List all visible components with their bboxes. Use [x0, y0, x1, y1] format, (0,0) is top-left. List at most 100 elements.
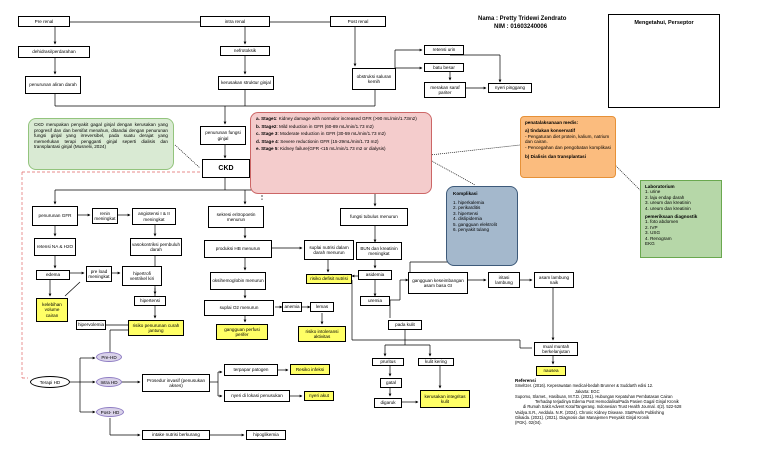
stage-3: c. Stage 3: Moderate reduction in GFR (3…: [256, 131, 426, 136]
approval-box: Mengetahui, Perseptor: [608, 14, 720, 108]
stage-4: d. Stage 4: Severe reductionin GFR (15-2…: [256, 139, 426, 144]
node-penurunan-fungsi: penurunan fungsi ginjal: [200, 126, 246, 145]
diag-item: 1. foto abdomen: [645, 219, 679, 225]
approval-label: Mengetahui, Perseptor: [634, 20, 694, 26]
stage-2-text: : Mild reduction in GFR (60-89 mL/min/1.…: [276, 123, 374, 129]
referensi-line: Smeltzer. (2016). Keperawatan medical-be…: [515, 383, 654, 389]
node-vasokontriksi: vasokontriksi pembuluh darah: [130, 238, 182, 256]
penatalaksanaan-box: penatalaksanaan medis: a) tindakan konse…: [520, 116, 616, 178]
referensi-line: di Rumah Sakit Advent Kota/Tangerang. In…: [523, 404, 682, 410]
node-renin: renin meningkat: [92, 208, 118, 224]
node-pruritus: pruritus: [372, 358, 404, 366]
node-prosedur: Prosedur invasif (penusukan akses): [142, 374, 210, 392]
stage-5: e. Stage 5: Kidney failure(GFR <15 mL/mi…: [256, 146, 426, 151]
ckd-definition-box: CKD merupakan penyakit gagal ginjal deng…: [28, 118, 174, 170]
komplikasi-item: 6. penyakit tulang: [453, 227, 490, 232]
node-preload: pre load meningkat: [86, 266, 112, 282]
node-nausea: nausea: [536, 366, 566, 376]
node-retensi-urin: retensi urin: [424, 45, 464, 55]
node-kerusakan-struktur: kerusakan struktur ginjal: [218, 76, 274, 90]
node-batu-besar: batu besar: [424, 63, 464, 72]
node-post-hd: Post- HD: [96, 407, 124, 417]
stage-3-text: : Moderate reduction in GFR (30-59 mL/mi…: [277, 131, 386, 137]
node-gatal: gatal: [380, 378, 402, 388]
stage-1-text: : Kidney damage with normalor increased …: [276, 116, 417, 121]
node-terpapar: terpapar patogen: [224, 364, 278, 376]
node-asidemia: asidemia: [358, 270, 392, 280]
komplikasi-title: Komplikasi: [453, 191, 478, 196]
diag-item: 3. USG: [645, 230, 661, 236]
node-penurunan-gfr: penurunan GFR: [32, 206, 78, 226]
node-hipoglikemia: hipoglikemia: [246, 430, 286, 440]
komplikasi-item: 2. perikarditis: [453, 205, 481, 210]
stage-1: a. Stage1: Kidney damage with normalor i…: [256, 116, 426, 121]
referensi-title: Referensi: [515, 378, 536, 383]
komplikasi-item: 4. dislipidemia: [453, 216, 483, 221]
referensi-line: Vaidya.S.R., Aeddula. N.R. (2024). Chron…: [515, 409, 664, 415]
node-suplai-o2: suplai O2 menurun: [204, 300, 274, 316]
node-kelebihan-volume: kelebihan volume cairan: [36, 298, 68, 322]
lab-item: 1. urine: [645, 189, 661, 195]
author-nim: NIM : 01603240006: [494, 24, 548, 30]
node-terapi-hd: Terapi HD: [30, 376, 70, 388]
node-kerusakan-integritas: kerusakan integritas kulit: [420, 390, 470, 408]
komplikasi-item: 1. hiperkalemia: [453, 199, 485, 205]
komplikasi-box: Komplikasi 1. hiperkalemia 2. perikardit…: [446, 186, 518, 266]
node-post-renal: Post renal: [330, 16, 386, 27]
node-angiotensi: angiotensi I & II meningkat: [132, 208, 176, 225]
node-bun: BUN dan kreatinin meningkat: [356, 242, 402, 260]
referensi-line: Terhadap terjadinya Edema Post Hemodiali…: [535, 399, 679, 405]
referensi-line: (PGK). 02(04).: [515, 420, 542, 426]
node-pre-hd: Pre-HD: [96, 352, 122, 362]
node-asam-lambung: asam lambung naik: [534, 272, 574, 288]
stage-4-label: d. Stage 4: [256, 138, 278, 144]
node-fungsi-tubulus: fungsi tubulus menurun: [340, 208, 408, 226]
author-name: Nama : Pretty Tridewi Zendrato: [478, 16, 567, 22]
node-pre-renal: Pre renal: [18, 16, 70, 27]
node-suplai-nutrisi: suplai nutrisi dalam darah menurun: [304, 240, 354, 260]
node-intra-renal: intra renal: [200, 16, 270, 27]
penatalaksanaan-sub-a: a) tindakan konservatif: [525, 128, 576, 134]
referensi-block: Referensi Smeltzer. (2016). Keperawatan …: [515, 378, 730, 452]
stage-2: b. Stage2: Mild reduction in GFR (60-89 …: [256, 124, 426, 129]
node-iritasi-lambung: iritasi lambung: [488, 272, 520, 288]
node-pada-kulit: pada kulit: [388, 320, 422, 330]
node-hipertrofi: hipertrofi ventrikel kiri: [122, 266, 162, 286]
diag-title: pemeriksaan diagnostik: [645, 214, 698, 220]
lab-title: Laboratorium: [645, 184, 675, 189]
node-penurunan-aliran: penurunan aliran darah: [25, 76, 81, 94]
node-uremia: uremia: [360, 296, 390, 306]
node-nyeri-tusuk: nyeri di lokasi penusukan: [224, 390, 290, 402]
node-risiko-penurunan-curah: risiko penurunan curah jantung: [128, 320, 184, 336]
lab-item: 2. laju endap darah: [645, 194, 685, 200]
stages-box: a. Stage1: Kidney damage with normalor i…: [250, 112, 432, 194]
lab-item: 3. ureum dan kreatinin: [645, 200, 691, 206]
node-hipertensi: hipertensi: [134, 296, 166, 306]
node-sekresi: sekresi eritropoetin menurun: [208, 206, 264, 228]
referensi-line: Supomo, Slamet., Hasibuan, M.T.D. (2021)…: [515, 393, 673, 399]
stage-3-label: c. Stage 3: [256, 131, 278, 137]
node-edema: edema: [36, 270, 70, 280]
penatalaksanaan-item: - Pengaturan diet protein, kalium, natri…: [525, 133, 610, 145]
laboratorium-box: Laboratorium 1. urine 2. laju endap dara…: [640, 180, 722, 258]
node-intra-hd: Intra HD: [96, 377, 122, 387]
node-merakan-saraf: merakan saraf pariter: [424, 82, 466, 98]
penatalaksanaan-title: penatalaksanaan medis:: [525, 120, 579, 125]
stage-5-text: : Kidney failure(GFR <15 mL/min/1.73 m2 …: [277, 146, 386, 152]
node-kulit-kering: kulit kering: [418, 358, 454, 366]
node-produksi-hb: produksi HB menurun: [204, 240, 272, 258]
node-gangguan-perfusi: gangguan perfusi perifer: [216, 324, 268, 340]
komplikasi-item: 5. gangguan elektrolit: [453, 221, 497, 227]
node-ckd: CKD: [202, 159, 250, 178]
node-gangguan-asam-basa: gangguan keseimbangan asam basa GI: [408, 272, 468, 294]
diag-item: EKG: [645, 241, 655, 247]
node-anemia: anemia: [282, 302, 302, 312]
node-risiko-infeksi: Resiko infeksi: [290, 364, 330, 375]
node-oksihemoglobin: oksihemoglobin menurun: [210, 272, 266, 290]
penatalaksanaan-sub-b: b) Dialisis dan transplantasi: [525, 154, 587, 160]
node-mual-muntah: mual muntah berkelanjutan: [534, 342, 578, 356]
stage-5-label: e. Stage 5: [256, 146, 278, 152]
referensi-line: Jakarta: EGC: [575, 388, 600, 394]
node-risiko-defisit: risiko defisit nutrisi: [306, 274, 352, 284]
